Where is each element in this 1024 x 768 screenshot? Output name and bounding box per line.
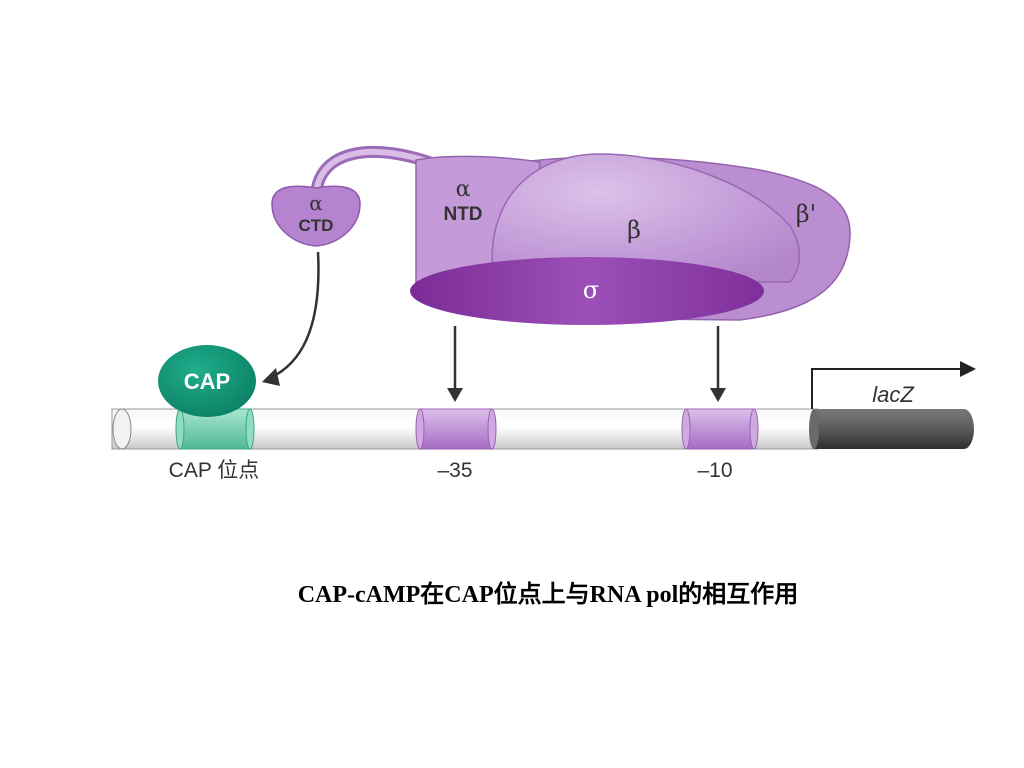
interaction-arrows [269, 251, 720, 390]
sigma-subunit [410, 257, 764, 325]
cap-site-label: CAP 位点 [169, 459, 260, 482]
beta-subunit [491, 153, 801, 283]
alpha-ntd-greek: α [456, 177, 471, 202]
cap-protein: CAP [158, 345, 256, 417]
minus35-label: –35 [437, 459, 472, 482]
transcription-start-arrow [811, 361, 976, 409]
alpha-ctd-label: CTD [299, 216, 334, 235]
alpha-ntd-label: NTD [443, 204, 482, 225]
lacz-label: lacZ [872, 382, 915, 407]
rna-polymerase: α CTD α NTD β β' σ [271, 145, 851, 325]
cap-protein-label: CAP [184, 369, 230, 394]
beta-prime-label: β' [796, 200, 816, 228]
lacz-gene-segment [809, 409, 974, 449]
dna-strand [111, 408, 974, 450]
ctd-to-cap-arrow [269, 251, 320, 380]
alpha-ctd-subunit [271, 185, 361, 247]
minus10-label: –10 [697, 459, 732, 482]
minus35-segment [415, 408, 497, 450]
figure-caption: CAP-cAMP在CAP位点上与RNA pol的相互作用 [297, 582, 799, 608]
beta-label: β [627, 216, 641, 244]
alpha-ctd-greek: α [309, 191, 323, 215]
minus10-segment [681, 408, 759, 450]
sigma-label: σ [583, 276, 599, 304]
